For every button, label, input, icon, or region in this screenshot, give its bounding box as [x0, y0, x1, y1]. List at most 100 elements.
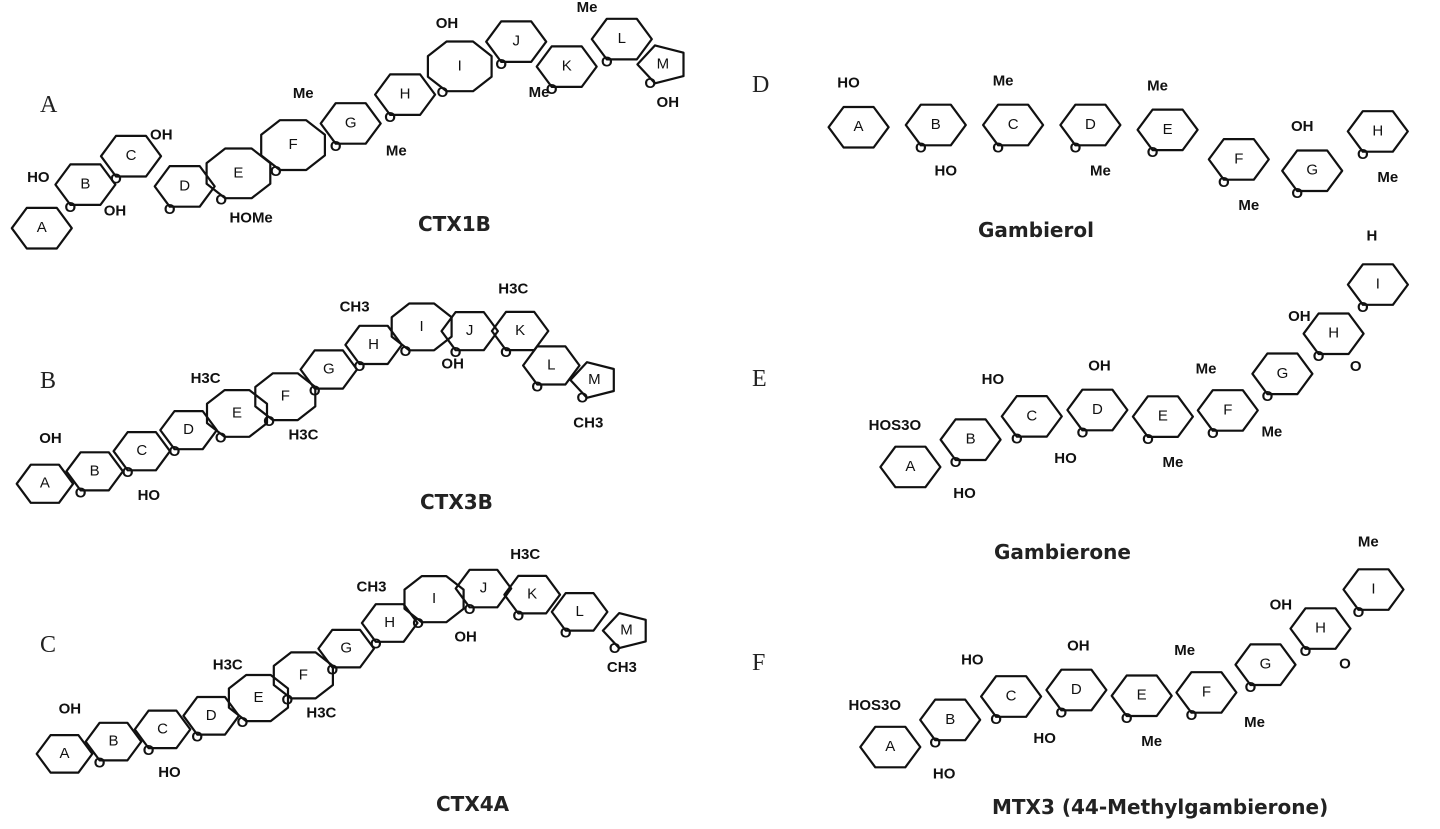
substituent-label: CH3: [340, 298, 370, 315]
substituent-label: Me: [1261, 424, 1282, 441]
ring-h: HO: [360, 603, 419, 653]
oxygen-atom: O: [577, 390, 589, 407]
ring-label: I: [432, 590, 436, 607]
ring-bond: [440, 311, 499, 352]
ring-label: E: [232, 404, 242, 421]
ring-bond: [1066, 388, 1129, 432]
oxygen-atom: O: [990, 711, 1002, 728]
ring-label: C: [157, 720, 168, 737]
ring-c: CO: [1000, 395, 1063, 448]
ring-g: GO: [299, 349, 359, 399]
oxygen-atom: O: [122, 464, 134, 481]
ring-bond: [65, 451, 125, 492]
ring-label: I: [1371, 580, 1375, 597]
oxygen-atom: O: [531, 378, 543, 395]
ring-b: BO: [65, 451, 125, 501]
ring-e: EO: [227, 673, 290, 731]
substituent-label: H3C: [288, 426, 318, 443]
oxygen-atom: O: [929, 734, 941, 751]
substituent-label: OH: [150, 126, 173, 143]
ring-label: I: [1376, 276, 1380, 293]
oxygen-atom: O: [1056, 704, 1068, 721]
ring-bond: [859, 725, 922, 769]
ring-label: A: [60, 745, 70, 762]
ring-label: A: [40, 475, 50, 492]
ring-label: D: [206, 707, 217, 724]
ring-l: LO: [521, 345, 581, 395]
oxygen-atom: O: [263, 413, 275, 430]
substituent-label: Me: [1163, 454, 1184, 471]
oxygen-atom: O: [110, 171, 122, 188]
substituent-label: HO: [1033, 730, 1056, 747]
ring-label: B: [931, 116, 941, 133]
ring-bond: [1196, 389, 1259, 432]
ring-label: B: [109, 733, 119, 750]
ring-a: A: [879, 445, 942, 489]
ring-label: M: [657, 55, 670, 72]
ring-bond: [939, 418, 1002, 462]
ring-label: H: [1372, 122, 1383, 139]
ring-d: DO: [1059, 103, 1122, 156]
oxygen-atom: O: [464, 601, 476, 618]
panel-letter: C: [40, 632, 57, 658]
ring-label: D: [183, 421, 194, 438]
oxygen-atom: O: [1121, 710, 1133, 727]
oxygen-atom: O: [65, 199, 77, 216]
ring-c: CO: [981, 103, 1045, 156]
oxygen-atom: O: [915, 139, 927, 156]
substituent-label: HO: [982, 371, 1005, 388]
ring-label: G: [1306, 162, 1318, 179]
ring-label: C: [1006, 687, 1017, 704]
ring-c: CO: [979, 675, 1043, 728]
ring-label: G: [323, 360, 335, 377]
ring-bond: [1000, 395, 1063, 438]
ring-label: J: [466, 322, 474, 339]
ring-bond: [1207, 138, 1270, 181]
compound-name: CTX4A: [436, 792, 510, 816]
ring-label: E: [1158, 408, 1168, 425]
ring-bond: [35, 733, 94, 774]
ring-label: B: [945, 711, 955, 728]
ring-a: A: [10, 206, 73, 250]
ring-label: C: [126, 147, 137, 164]
oxygen-atom: O: [191, 728, 203, 745]
ring-label: E: [253, 689, 263, 706]
oxygen-atom: O: [75, 484, 87, 501]
ring-bond: [919, 698, 982, 742]
ring-bond: [503, 574, 562, 615]
ring-bond: [1136, 108, 1199, 152]
ring-g: GO: [1251, 352, 1314, 405]
oxygen-atom: O: [450, 344, 462, 361]
compound-name: MTX3 (44-Methylgambierone): [992, 795, 1329, 819]
ring-bond: [636, 44, 685, 85]
oxygen-atom: O: [354, 358, 366, 375]
ring-label: F: [1234, 150, 1243, 167]
oxygen-atom: O: [384, 109, 396, 126]
oxygen-atom: O: [546, 81, 558, 98]
ring-m: MO: [601, 611, 647, 657]
ring-i: IO: [426, 40, 493, 101]
substituent-label: Me: [1377, 169, 1398, 186]
panel-letter: D: [752, 72, 770, 98]
oxygen-atom: O: [169, 443, 181, 460]
ring-label: D: [179, 177, 190, 194]
ring-g: GO: [1281, 149, 1344, 202]
substituent-label: CH3: [356, 578, 386, 595]
ring-label: C: [1008, 116, 1019, 133]
substituent-label: HO: [953, 485, 976, 502]
ring-c: CO: [99, 134, 163, 188]
ring-bond: [15, 463, 75, 504]
substituent-label: H3C: [306, 704, 336, 721]
substituent-label: OH: [1291, 118, 1314, 135]
oxygen-atom: O: [1070, 139, 1082, 156]
ring-label: D: [1071, 681, 1082, 698]
ring-label: K: [515, 322, 525, 339]
ring-a: A: [827, 105, 890, 149]
ring-bond: [360, 603, 419, 643]
substituent-label: HO: [961, 651, 984, 668]
ring-label: H: [400, 86, 411, 103]
ring-e: EO: [205, 389, 269, 447]
